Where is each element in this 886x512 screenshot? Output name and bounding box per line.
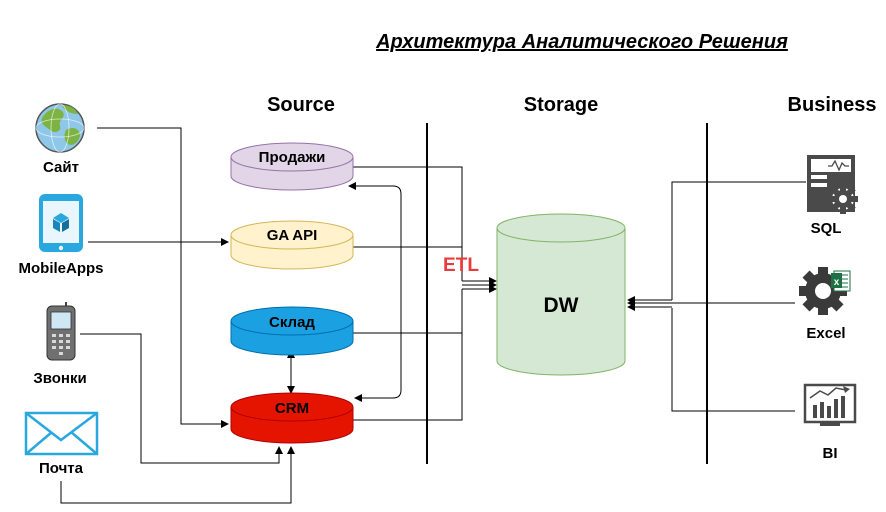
connectors bbox=[60, 127, 806, 504]
db-ga-api-label: GA API bbox=[267, 227, 318, 244]
connector-calls-crm bbox=[80, 333, 283, 464]
db-sales-label: Продажи bbox=[259, 149, 326, 166]
channel-mail-label: Почта bbox=[39, 460, 84, 477]
channel-site-label: Сайт bbox=[43, 159, 79, 176]
etl-label: ETL bbox=[443, 255, 479, 276]
globe-icon bbox=[35, 103, 85, 153]
dw-label: DW bbox=[544, 294, 579, 317]
db-sales: Продажи bbox=[230, 142, 354, 191]
consumer-bi-label: BI bbox=[823, 445, 838, 462]
consumer-excel-label: Excel bbox=[806, 325, 845, 342]
column-business: Business bbox=[788, 94, 877, 116]
connector-bi-dw bbox=[671, 308, 795, 412]
connector-warehouse-etl bbox=[353, 289, 463, 334]
connector-site-crm bbox=[97, 127, 229, 428]
connector-mail-crm bbox=[60, 446, 295, 504]
connector-sales-etl bbox=[353, 166, 463, 281]
chart-monitor-icon bbox=[803, 383, 857, 426]
phone-icon bbox=[46, 302, 76, 361]
db-ga-api: GA API bbox=[230, 220, 354, 270]
db-crm-label: CRM bbox=[275, 400, 309, 417]
db-warehouse: Склад bbox=[230, 306, 354, 356]
consumer-sql-label: SQL bbox=[811, 220, 842, 237]
connector-sales-crm bbox=[348, 182, 402, 402]
server-gear-icon bbox=[807, 155, 858, 214]
svg-text:x: x bbox=[834, 277, 840, 288]
channel-calls-label: Звонки bbox=[33, 370, 86, 387]
connector-crm-etl bbox=[353, 333, 463, 421]
excel-gear-icon: x bbox=[799, 267, 851, 315]
connector-sql-dw bbox=[671, 181, 806, 300]
db-crm: CRM bbox=[230, 392, 354, 444]
column-storage: Storage bbox=[524, 94, 598, 116]
channel-mobile-label: MobileApps bbox=[19, 260, 104, 277]
db-dw: DW bbox=[496, 213, 626, 376]
db-warehouse-label: Склад bbox=[269, 314, 315, 331]
diagram-title: Архитектура Аналитического Решения bbox=[375, 31, 788, 53]
tablet-icon bbox=[39, 194, 83, 252]
envelope-icon bbox=[24, 411, 99, 456]
column-source: Source bbox=[267, 94, 335, 116]
